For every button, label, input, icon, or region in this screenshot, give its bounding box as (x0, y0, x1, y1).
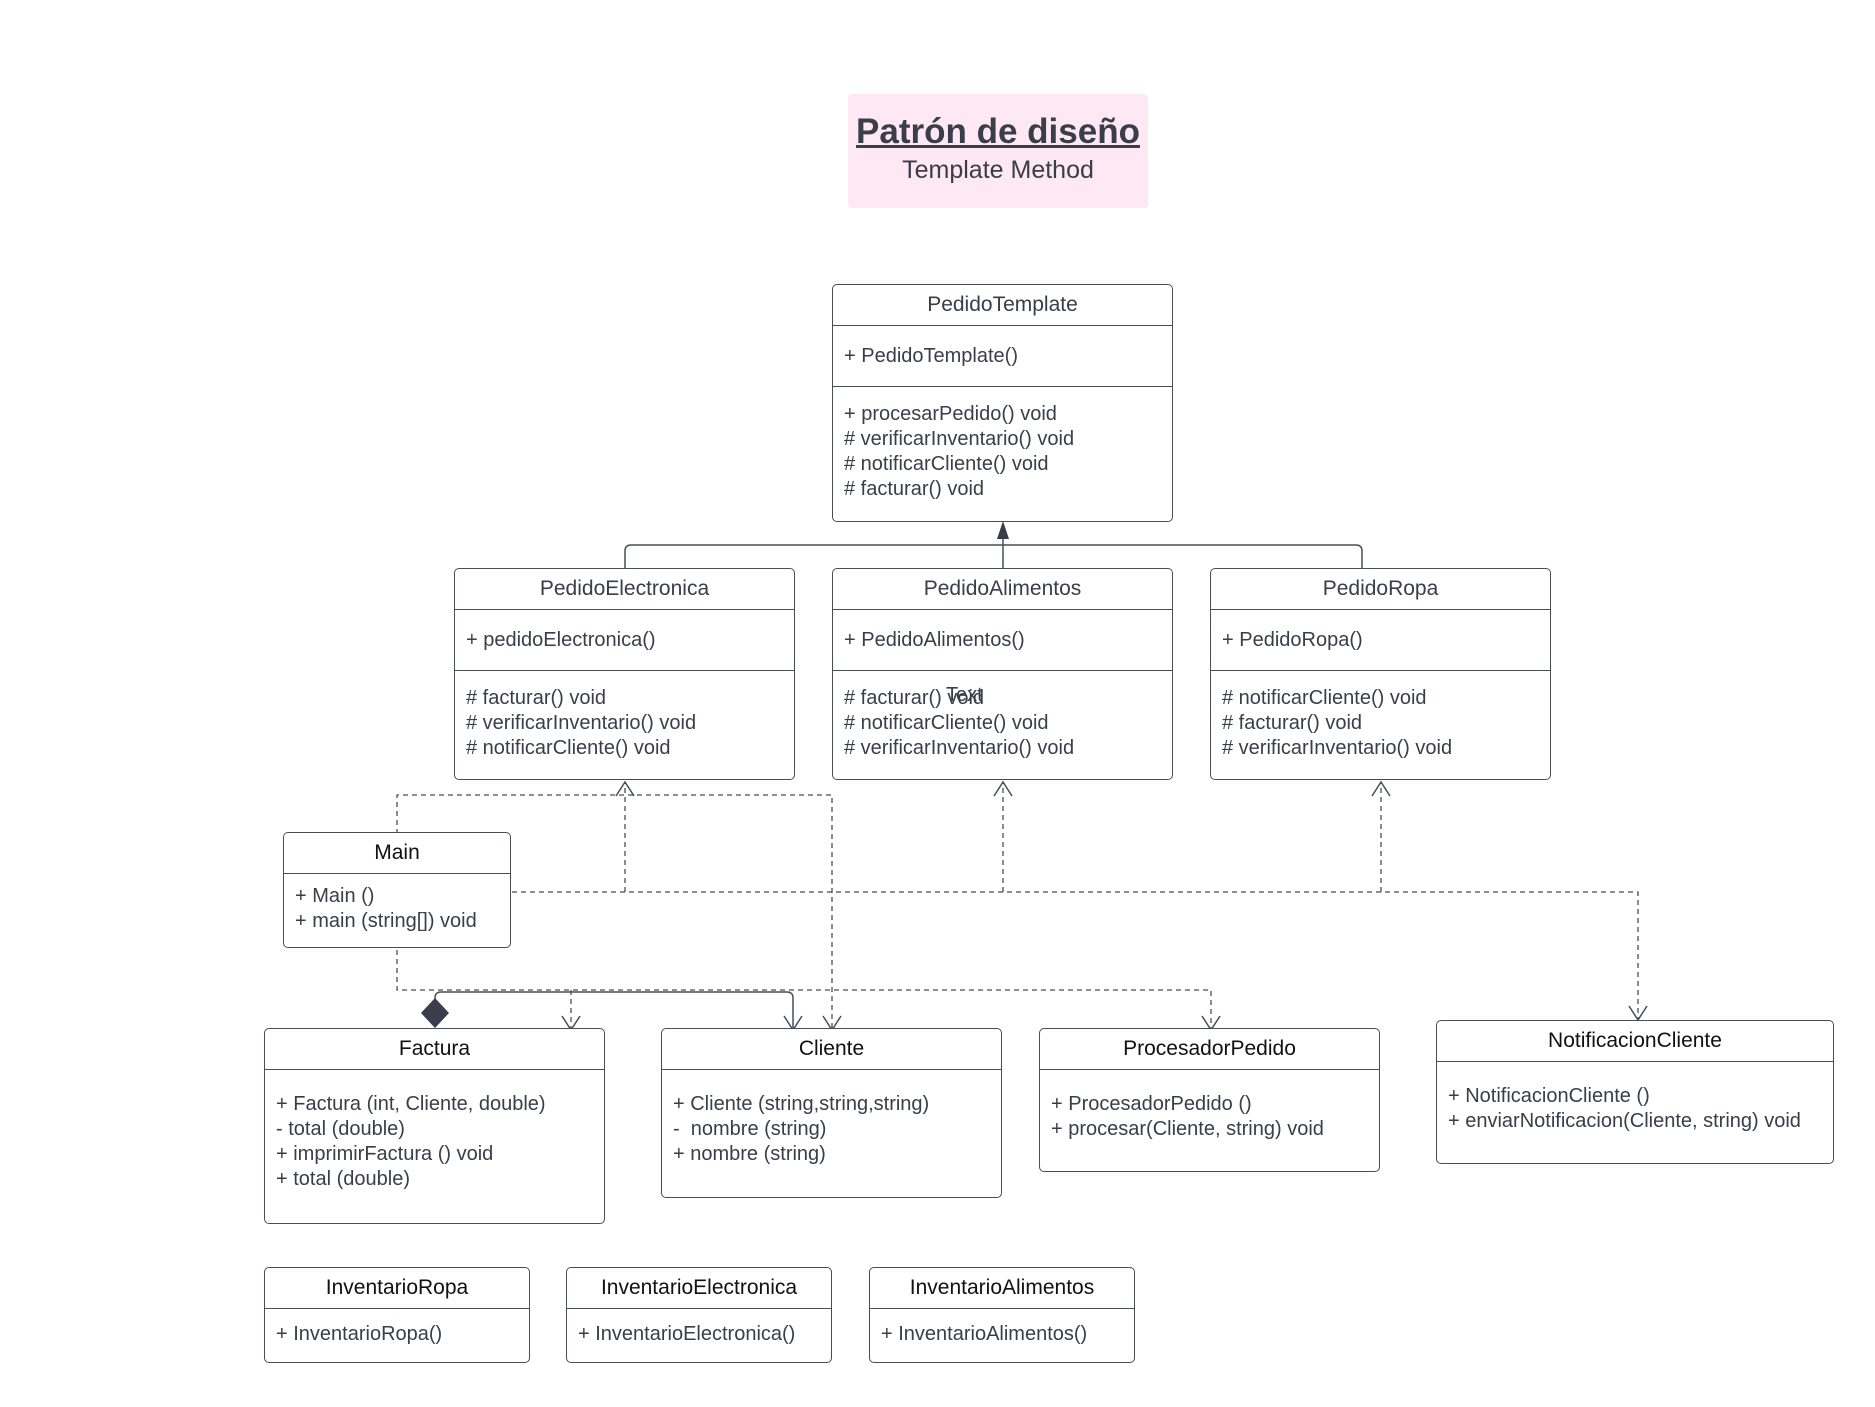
open-arrowhead-pedidoalimentos (993, 780, 1013, 797)
member-line: + nombre (string) (673, 1143, 826, 1165)
class-name: NotificacionCliente (1437, 1021, 1833, 1062)
member-line: + procesar(Cliente, string) void (1051, 1118, 1324, 1140)
member-section: + InventarioRopa() (265, 1309, 529, 1347)
constructor-section: + PedidoAlimentos() (833, 610, 1172, 671)
class-cliente[interactable]: Cliente + Cliente (string,string,string)… (661, 1028, 1002, 1198)
composition-diamond (421, 998, 449, 1028)
class-pedido-template[interactable]: PedidoTemplate + PedidoTemplate() + proc… (832, 284, 1173, 522)
open-arrowhead-pedidoropa (1371, 780, 1391, 797)
class-name: InventarioAlimentos (870, 1268, 1134, 1309)
dependency-main-cliente (396, 794, 833, 1030)
class-inventario-alimentos[interactable]: InventarioAlimentos + InventarioAlimento… (869, 1267, 1135, 1363)
stray-text-label: Text (946, 684, 983, 706)
member-line: + Main () (295, 885, 375, 907)
constructor-section: + PedidoRopa() (1211, 610, 1550, 671)
member-line: + total (double) (276, 1168, 410, 1190)
member-line: + InventarioElectronica() (578, 1323, 796, 1345)
constructor-section: + PedidoTemplate() (833, 326, 1172, 387)
dependency-main-bottom (396, 950, 1212, 1030)
member-line: # facturar() void (1222, 712, 1363, 734)
member-line: + PedidoTemplate() (844, 345, 1018, 367)
class-name: PedidoTemplate (833, 285, 1172, 326)
inheritance-arrowhead (997, 521, 1009, 539)
class-pedido-electronica[interactable]: PedidoElectronica + pedidoElectronica() … (454, 568, 795, 780)
class-inventario-electronica[interactable]: InventarioElectronica + InventarioElectr… (566, 1267, 832, 1363)
class-name: InventarioElectronica (567, 1268, 831, 1309)
member-line: + imprimirFactura () void (276, 1143, 494, 1165)
member-line: + InventarioAlimentos() (881, 1323, 1088, 1345)
member-line: + pedidoElectronica() (466, 629, 656, 651)
member-line: # verificarInventario() void (1222, 737, 1453, 759)
class-pedido-alimentos[interactable]: PedidoAlimentos + PedidoAlimentos() # fa… (832, 568, 1173, 780)
member-line: - total (double) (276, 1118, 405, 1140)
class-name: ProcesadorPedido (1040, 1029, 1379, 1070)
method-section: # facturar() void # notificarCliente() v… (833, 671, 1172, 761)
class-factura[interactable]: Factura + Factura (int, Cliente, double)… (264, 1028, 605, 1224)
member-line: + NotificacionCliente () (1448, 1085, 1650, 1107)
method-section: # facturar() void # verificarInventario(… (455, 671, 794, 761)
member-line: # facturar() void (844, 687, 985, 709)
open-arrowhead-pedidoelectronica (615, 780, 635, 797)
class-procesador-pedido[interactable]: ProcesadorPedido + ProcesadorPedido () +… (1039, 1028, 1380, 1172)
member-line: + main (string[]) void (295, 910, 477, 932)
member-line: + procesarPedido() void (844, 403, 1057, 425)
method-section: # notificarCliente() void # facturar() v… (1211, 671, 1550, 761)
member-section: + Factura (int, Cliente, double) - total… (265, 1070, 604, 1192)
class-name: Cliente (662, 1029, 1001, 1070)
member-line: # facturar() void (844, 478, 985, 500)
member-line: + Factura (int, Cliente, double) (276, 1093, 546, 1115)
class-pedido-ropa[interactable]: PedidoRopa + PedidoRopa() # notificarCli… (1210, 568, 1551, 780)
member-line: - nombre (string) (673, 1118, 827, 1140)
member-line: + enviarNotificacion(Cliente, string) vo… (1448, 1110, 1801, 1132)
class-main[interactable]: Main + Main () + main (string[]) void (283, 832, 511, 948)
member-line: # facturar() void (466, 687, 607, 709)
member-line: + PedidoRopa() (1222, 629, 1363, 651)
association-factura-cliente (434, 991, 794, 1030)
class-name: Main (284, 833, 510, 874)
class-name: PedidoAlimentos (833, 569, 1172, 610)
member-line: + ProcesadorPedido () (1051, 1093, 1252, 1115)
inheritance-line-horizontal (624, 544, 1363, 573)
member-line: + PedidoAlimentos() (844, 629, 1025, 651)
member-section: + ProcesadorPedido () + procesar(Cliente… (1040, 1070, 1379, 1142)
class-name: PedidoElectronica (455, 569, 794, 610)
member-line: # verificarInventario() void (844, 428, 1075, 450)
diagram-subtitle: Template Method (902, 156, 1094, 184)
dependency-main-horizontal (512, 891, 1639, 1020)
member-line: + Cliente (string,string,string) (673, 1093, 930, 1115)
member-line: # notificarCliente() void (1222, 687, 1427, 709)
member-line: # notificarCliente() void (844, 712, 1049, 734)
member-line: # notificarCliente() void (466, 737, 671, 759)
diagram-title-box: Patrón de diseño Template Method (848, 94, 1148, 208)
diagram-title: Patrón de diseño (856, 112, 1140, 151)
member-line: # verificarInventario() void (844, 737, 1075, 759)
member-line: + InventarioRopa() (276, 1323, 443, 1345)
member-section: + NotificacionCliente () + enviarNotific… (1437, 1062, 1833, 1134)
constructor-section: + pedidoElectronica() (455, 610, 794, 671)
member-section: + InventarioAlimentos() (870, 1309, 1134, 1347)
member-section: + Cliente (string,string,string) - nombr… (662, 1070, 1001, 1167)
class-name: Factura (265, 1029, 604, 1070)
member-section: + InventarioElectronica() (567, 1309, 831, 1347)
member-line: # verificarInventario() void (466, 712, 697, 734)
class-inventario-ropa[interactable]: InventarioRopa + InventarioRopa() (264, 1267, 530, 1363)
class-name: PedidoRopa (1211, 569, 1550, 610)
class-notificacion-cliente[interactable]: NotificacionCliente + NotificacionClient… (1436, 1020, 1834, 1164)
class-name: InventarioRopa (265, 1268, 529, 1309)
member-line: # notificarCliente() void (844, 453, 1049, 475)
method-section: + procesarPedido() void # verificarInven… (833, 387, 1172, 502)
member-section: + Main () + main (string[]) void (284, 874, 510, 934)
